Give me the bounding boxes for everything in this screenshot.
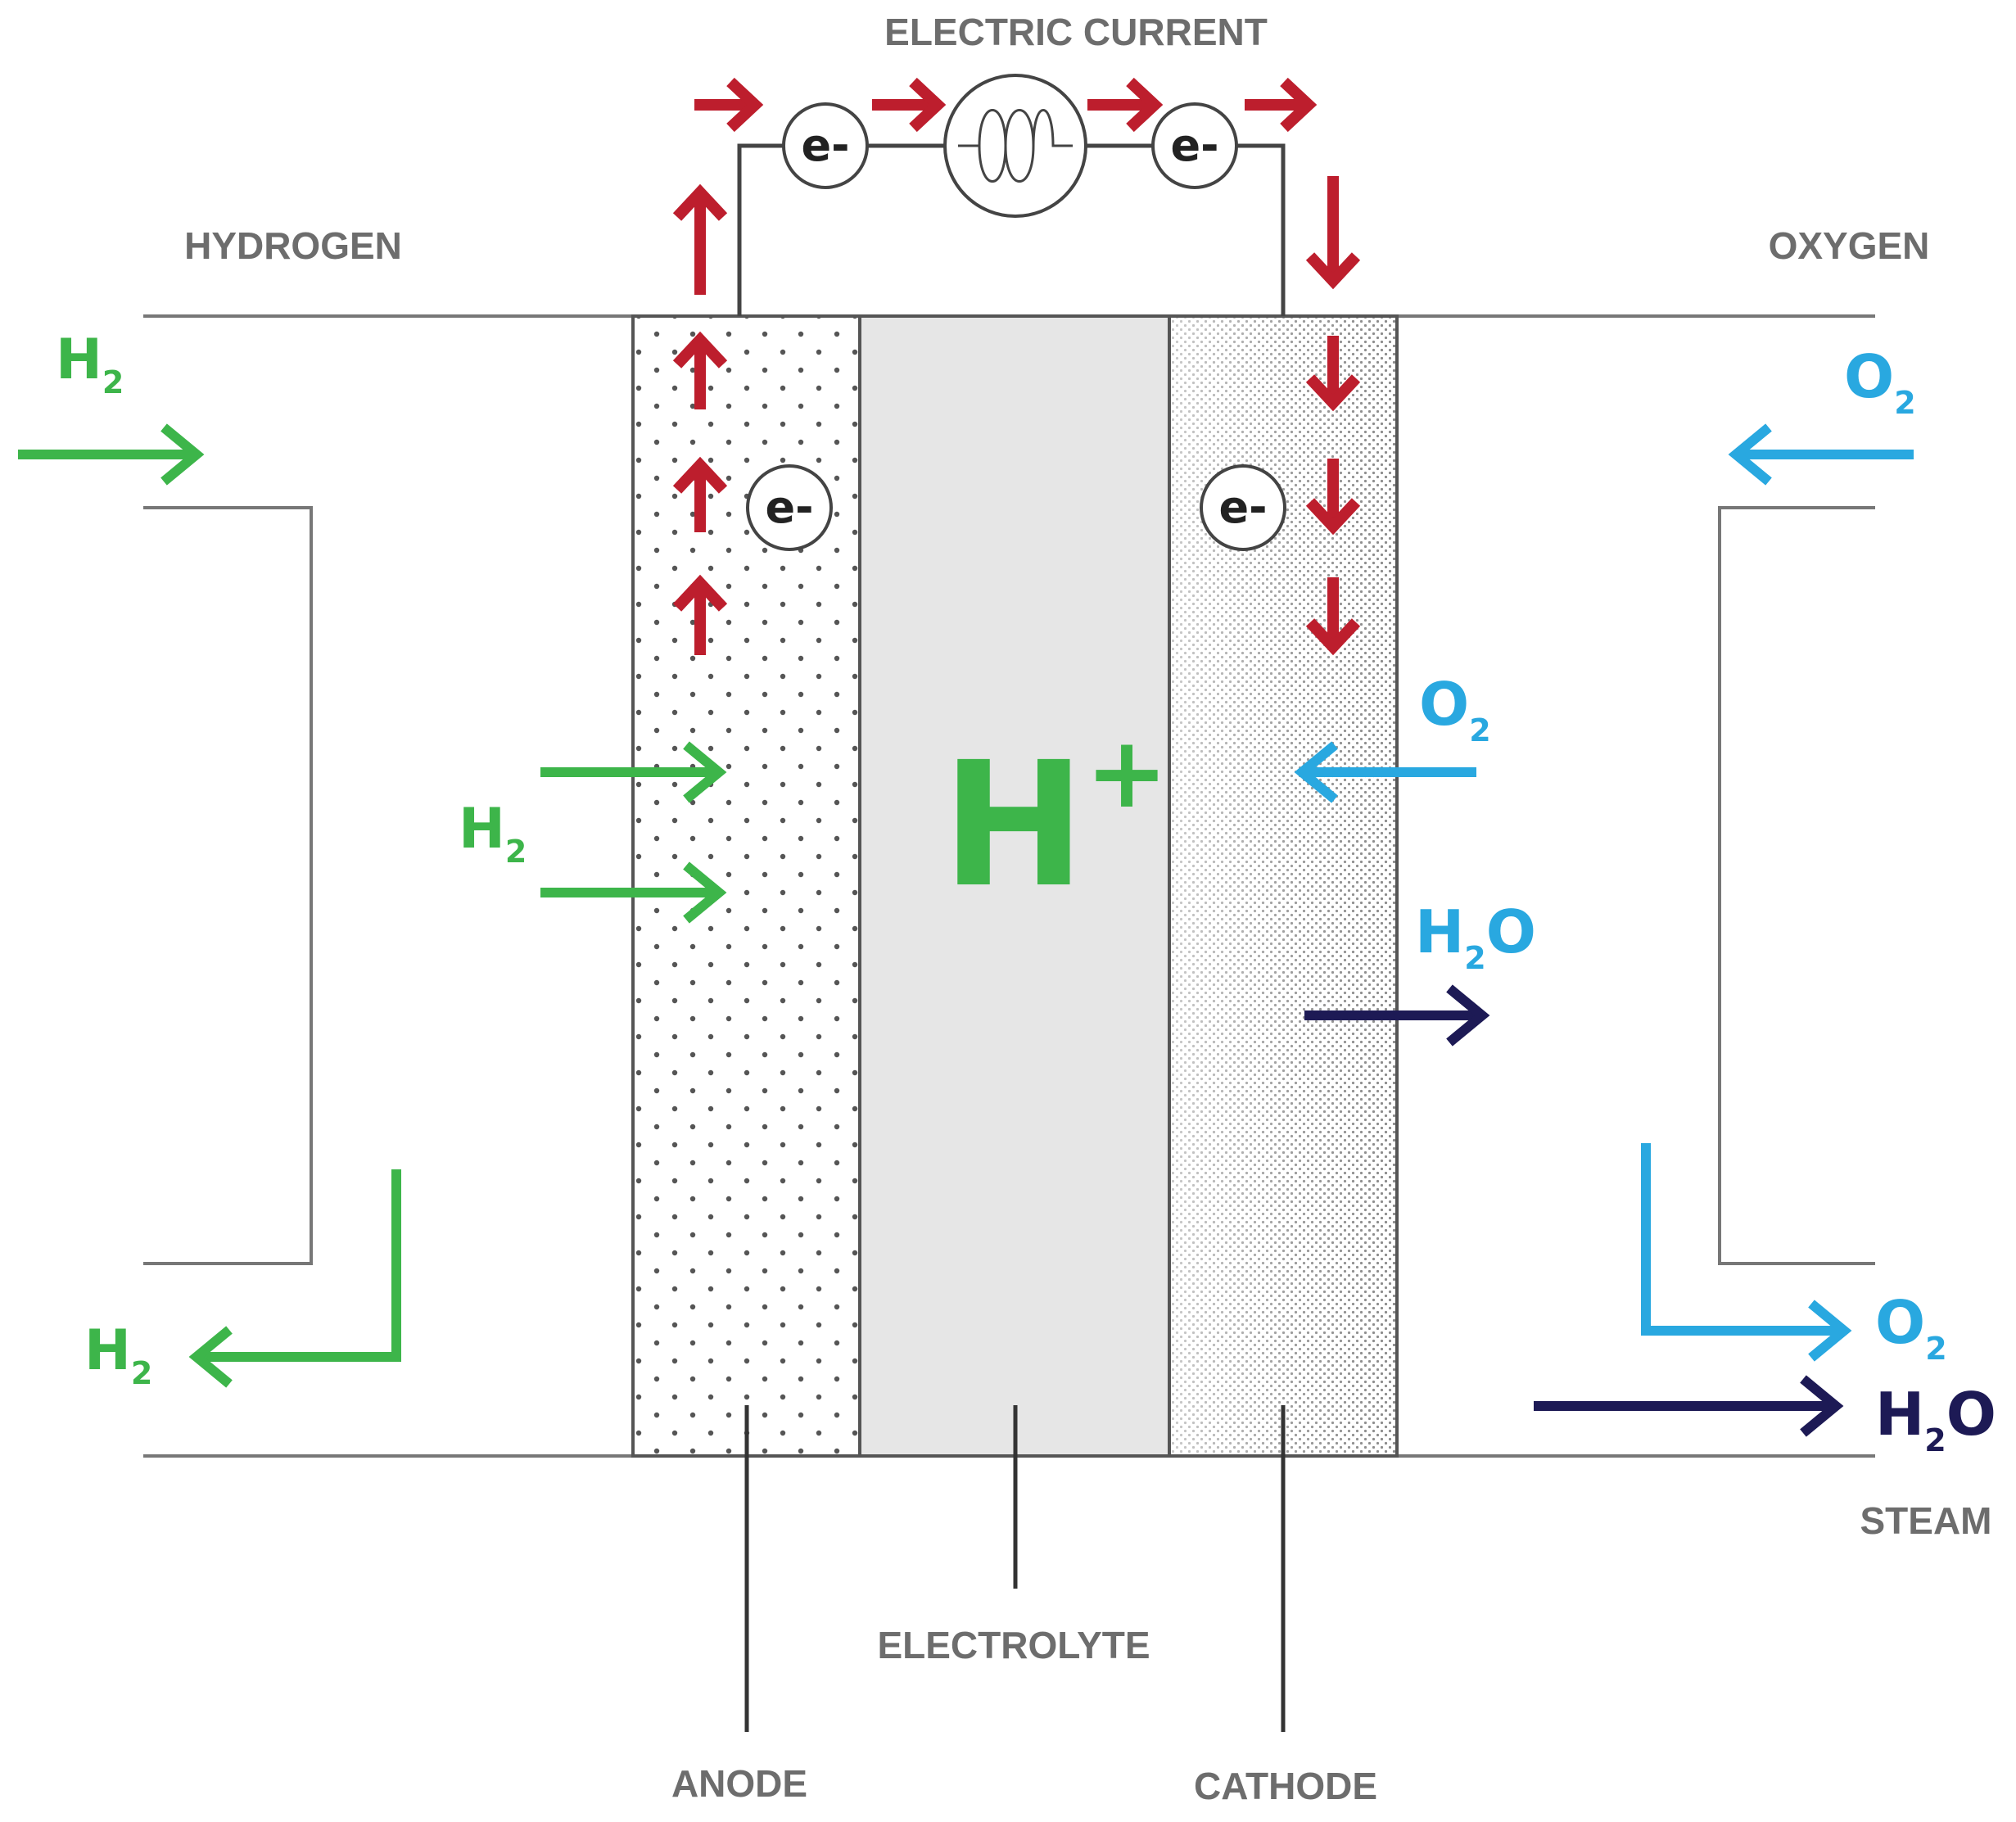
electron-label: e- bbox=[765, 481, 813, 533]
oxygen-label: OXYGEN bbox=[1769, 224, 1930, 267]
current-arrow-up bbox=[672, 456, 728, 532]
lightbulb-icon bbox=[943, 74, 1087, 218]
current-arrow-up bbox=[672, 574, 728, 655]
h2-inlet-label: H2 bbox=[56, 328, 124, 400]
oxygen-outlet-arrow bbox=[1641, 1143, 1852, 1362]
electron-label: e- bbox=[801, 120, 849, 171]
h2o-cathode-label: H2O bbox=[1415, 897, 1536, 976]
current-arrow-down bbox=[1305, 176, 1361, 290]
h2-anode-label: H2 bbox=[459, 797, 527, 870]
cathode-label: CATHODE bbox=[1194, 1765, 1377, 1807]
circuit-electron-left: e- bbox=[782, 102, 869, 189]
current-arrow-down bbox=[1305, 336, 1361, 412]
current-arrow-right bbox=[872, 77, 947, 133]
hydrogen-inlet-arrow bbox=[18, 423, 205, 486]
electron-label: e- bbox=[1218, 481, 1267, 533]
oxygen-channel-wall bbox=[1718, 506, 1875, 1265]
water-from-cathode-arrow bbox=[1304, 984, 1490, 1047]
h2o-outlet-label: H2O bbox=[1875, 1380, 1996, 1458]
anode-electron: e- bbox=[746, 464, 833, 551]
current-arrow-down bbox=[1305, 577, 1361, 656]
circuit-electron-right: e- bbox=[1151, 102, 1238, 189]
electrolyte-label: ELECTROLYTE bbox=[877, 1624, 1150, 1666]
water-arrows bbox=[1304, 984, 1844, 1437]
o2-cathode-label: O2 bbox=[1419, 670, 1491, 748]
hydrogen-channel-wall bbox=[143, 506, 313, 1265]
current-arrow-up bbox=[672, 331, 728, 409]
electron-label: e- bbox=[1170, 120, 1218, 171]
layer-leader-lines bbox=[744, 1405, 1286, 1732]
oxygen-inlet-arrow bbox=[1728, 423, 1914, 486]
h2-outlet-label: H2 bbox=[84, 1318, 152, 1391]
hydrogen-outlet-arrow bbox=[188, 1169, 401, 1388]
current-arrow-down bbox=[1305, 459, 1361, 536]
hydrogen-to-anode-arrow bbox=[540, 741, 727, 803]
current-arrow-right bbox=[1245, 77, 1318, 133]
cathode-electron: e- bbox=[1200, 464, 1286, 551]
o2-outlet-label: O2 bbox=[1875, 1288, 1947, 1367]
current-arrow-right bbox=[1087, 77, 1164, 133]
oxygen-arrows bbox=[1294, 423, 1914, 1362]
anode-label: ANODE bbox=[671, 1762, 807, 1805]
current-arrow-up bbox=[672, 183, 728, 295]
hydrogen-arrows bbox=[18, 423, 727, 1388]
electrolyte-layer bbox=[858, 314, 1171, 1458]
hydrogen-label: HYDROGEN bbox=[184, 224, 402, 267]
o2-inlet-label: O2 bbox=[1844, 342, 1916, 421]
electric-current-label: ELECTRIC CURRENT bbox=[884, 11, 1268, 53]
current-arrows bbox=[672, 77, 1361, 656]
proton-label: H+ bbox=[942, 717, 1168, 925]
current-arrow-right bbox=[694, 77, 764, 133]
steam-label: STEAM bbox=[1860, 1499, 1992, 1542]
water-outlet-arrow bbox=[1534, 1375, 1844, 1437]
hydrogen-to-anode-arrow bbox=[540, 861, 727, 924]
oxygen-to-cathode-arrow bbox=[1294, 741, 1476, 803]
